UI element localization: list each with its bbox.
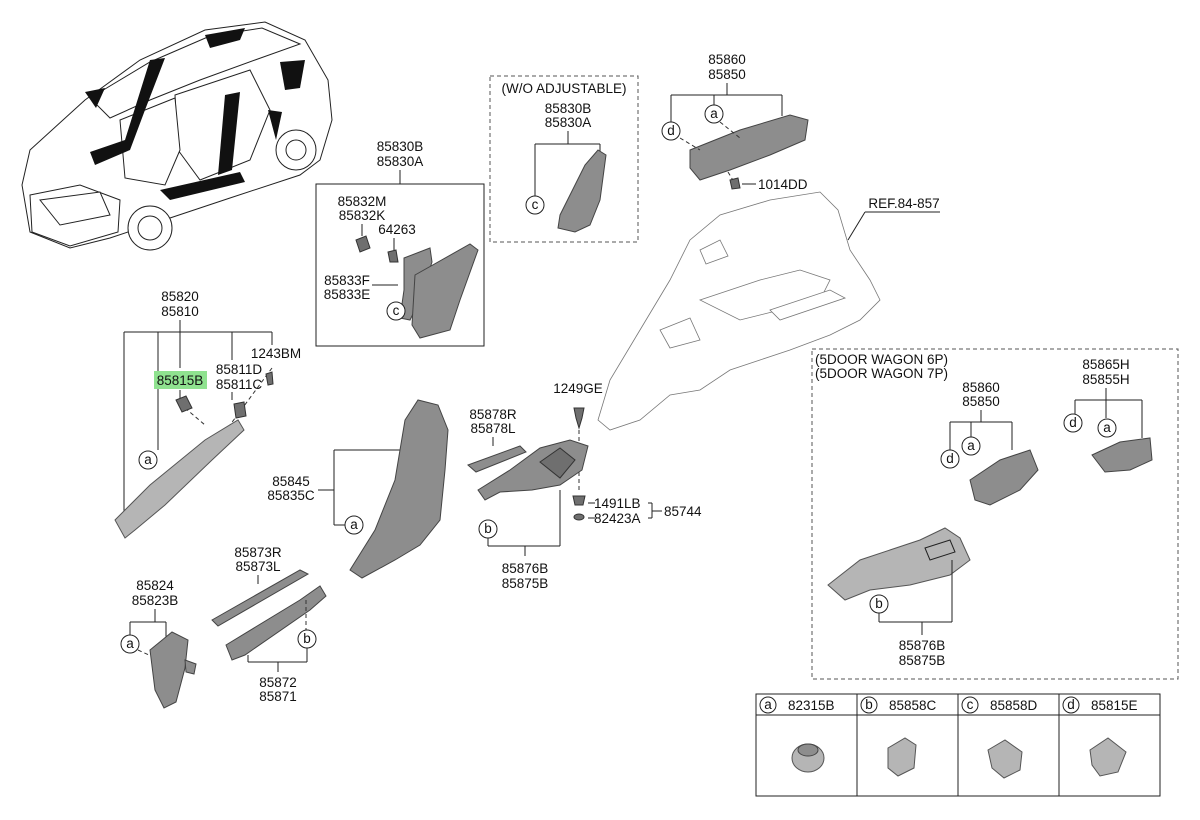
clip-legend-table: a 82315B b 85858C c 85858D d 85815E bbox=[755, 693, 1161, 797]
label-wagon-6p: (5DOOR WAGON 6P) bbox=[815, 352, 948, 367]
label-85833E: 85833E bbox=[324, 287, 371, 302]
label-wo-adjustable: (W/O ADJUSTABLE) bbox=[501, 81, 626, 96]
fastener-group: 1249GE 1491LB 82423A 85744 bbox=[553, 381, 702, 526]
label-85830A: 85830A bbox=[377, 154, 424, 169]
b-pillar-lower-group: 85845 85835C a bbox=[267, 399, 449, 579]
label-85833F: 85833F bbox=[324, 273, 370, 288]
label-85744: 85744 bbox=[664, 504, 702, 519]
label-85830A-2: 85830A bbox=[545, 115, 592, 130]
callout-a: a bbox=[350, 517, 358, 532]
b-pillar-upper-group: 85830B 85830A 85832M 85832K 64263 85833F… bbox=[315, 139, 485, 347]
quarter-trim-group: 85860 85850 a d 1014DD bbox=[661, 52, 809, 192]
label-85873R: 85873R bbox=[234, 545, 282, 560]
callout-d: d bbox=[946, 451, 954, 466]
label-85873L: 85873L bbox=[235, 559, 281, 574]
label-85876B: 85876B bbox=[502, 561, 549, 576]
label-85860-b: 85860 bbox=[962, 380, 1000, 395]
highlight-85815B bbox=[154, 371, 207, 389]
wagon-variant-group: (5DOOR WAGON 6P) (5DOOR WAGON 7P) 85860 … bbox=[811, 348, 1179, 680]
label-85832M: 85832M bbox=[338, 194, 387, 209]
legend-letter: a bbox=[764, 697, 772, 712]
label-85855H: 85855H bbox=[1082, 372, 1129, 387]
label-85875B: 85875B bbox=[502, 576, 549, 591]
callout-d: d bbox=[667, 123, 675, 138]
label-85824: 85824 bbox=[136, 578, 174, 593]
label-85823B: 85823B bbox=[132, 593, 179, 608]
vehicle-illustration bbox=[21, 21, 333, 251]
callout-d: d bbox=[1069, 415, 1077, 430]
a-pillar-group: 85820 85810 85815B 85811D 85811C 1243BM … bbox=[114, 289, 301, 539]
label-1491LB: 1491LB bbox=[594, 496, 641, 511]
callout-c: c bbox=[393, 303, 400, 318]
callout-a: a bbox=[144, 452, 152, 467]
label-85878L: 85878L bbox=[470, 421, 516, 436]
legend-part-number: 82315B bbox=[788, 698, 835, 713]
label-85850-b: 85850 bbox=[962, 394, 1000, 409]
side-panel-ref: REF.84-857 bbox=[597, 191, 940, 431]
label-85845: 85845 bbox=[272, 474, 310, 489]
label-85820: 85820 bbox=[161, 289, 199, 304]
85824-group: 85824 85823B a bbox=[120, 578, 197, 709]
legend-cell-b: b 85858C bbox=[860, 696, 937, 777]
legend-part-number: 85858D bbox=[990, 698, 1038, 713]
label-85878R: 85878R bbox=[469, 407, 517, 422]
label-85876B-b: 85876B bbox=[899, 638, 946, 653]
label-85865H: 85865H bbox=[1082, 357, 1129, 372]
callout-a: a bbox=[1103, 420, 1111, 435]
label-85811C: 85811C bbox=[216, 377, 263, 392]
label-85811D: 85811D bbox=[216, 362, 263, 377]
label-85832K: 85832K bbox=[339, 208, 386, 223]
label-85835C: 85835C bbox=[267, 488, 315, 503]
label-1014DD: 1014DD bbox=[758, 177, 808, 192]
callout-a: a bbox=[967, 438, 975, 453]
legend-part-number: 85815E bbox=[1091, 698, 1138, 713]
legend-cell-c: c 85858D bbox=[961, 696, 1038, 779]
wo-adjustable-group: (W/O ADJUSTABLE) 85830B 85830A c bbox=[489, 75, 639, 243]
callout-a: a bbox=[126, 636, 134, 651]
callout-c: c bbox=[532, 197, 539, 212]
legend-cell-a: a 82315B bbox=[759, 696, 835, 773]
callout-b: b bbox=[303, 631, 311, 646]
label-85830B: 85830B bbox=[377, 139, 424, 154]
legend-letter: c bbox=[967, 697, 974, 712]
scuff-plate-group: 85873R 85873L b 85872 85871 bbox=[211, 545, 327, 704]
label-64263: 64263 bbox=[378, 222, 416, 237]
legend-cell-d: d 85815E bbox=[1062, 696, 1138, 777]
label-85810: 85810 bbox=[161, 304, 199, 319]
label-85872: 85872 bbox=[259, 675, 297, 690]
label-1243BM: 1243BM bbox=[251, 346, 301, 361]
label-85871: 85871 bbox=[259, 689, 297, 704]
legend-letter: d bbox=[1067, 697, 1075, 712]
label-85875B-b: 85875B bbox=[899, 653, 946, 668]
callout-b: b bbox=[875, 596, 883, 611]
label-85815B[interactable]: 85815B bbox=[157, 373, 204, 388]
label-85860: 85860 bbox=[708, 52, 746, 67]
label-wagon-7p: (5DOOR WAGON 7P) bbox=[815, 366, 948, 381]
label-ref-84-857: REF.84-857 bbox=[868, 196, 939, 211]
label-1249GE: 1249GE bbox=[553, 381, 603, 396]
label-85830B-2: 85830B bbox=[545, 101, 592, 116]
callout-a: a bbox=[710, 106, 718, 121]
label-82423A: 82423A bbox=[594, 511, 641, 526]
callout-b: b bbox=[484, 521, 492, 536]
label-85850: 85850 bbox=[708, 67, 746, 82]
c-pillar-lower-group: 85878R 85878L b 85876B 85875B bbox=[467, 407, 589, 591]
legend-part-number: 85858C bbox=[889, 698, 937, 713]
legend-letter: b bbox=[865, 697, 873, 712]
